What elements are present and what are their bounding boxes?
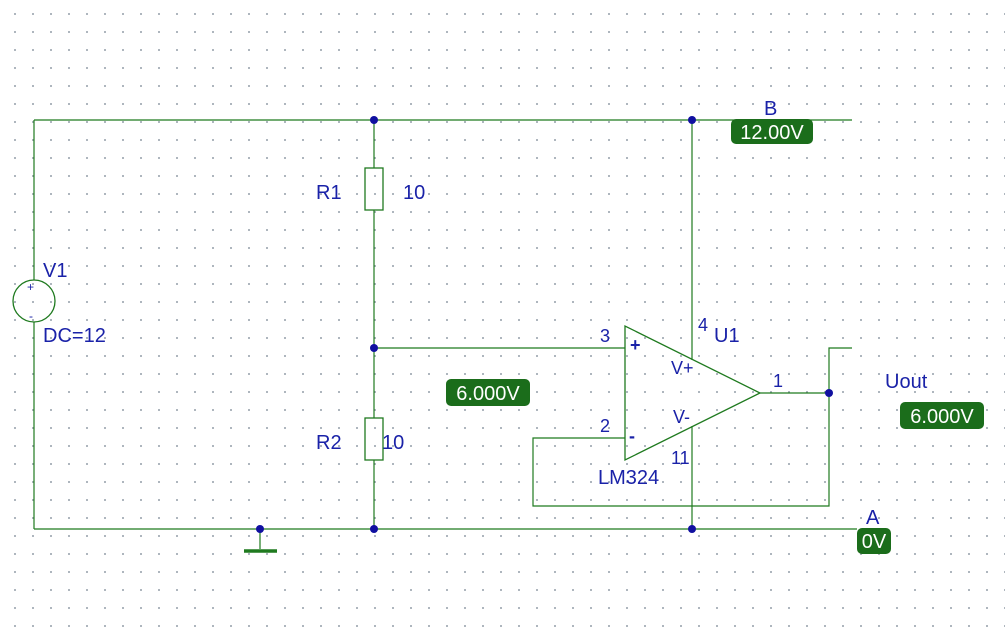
- node-a-label: A: [866, 507, 880, 529]
- voltage-source-icon: [12, 279, 56, 323]
- node-a-voltage-badge: 0V: [857, 528, 891, 554]
- opamp-triangle-icon: [624, 324, 762, 462]
- r1-value-label: 10: [403, 182, 425, 204]
- junction-dot: [688, 116, 696, 124]
- node-b-label: B: [764, 98, 777, 120]
- node-a-voltage: 0V: [862, 531, 887, 553]
- r1-name-label: R1: [316, 182, 342, 204]
- feedback-wire: [532, 393, 830, 507]
- junction-dot: [370, 525, 378, 533]
- junction-dot: [256, 525, 264, 533]
- pin-2-label: 2: [600, 416, 610, 436]
- node-b-voltage-badge: 12.00V: [731, 119, 813, 144]
- uout-voltage-badge: 6.000V: [900, 402, 984, 429]
- junction-dot: [825, 389, 833, 397]
- inv-sign: -: [629, 426, 635, 446]
- junction-nodes: [256, 116, 833, 533]
- opamp-u1[interactable]: [624, 324, 762, 462]
- noninv-sign: +: [630, 335, 641, 355]
- uout-wire: [828, 347, 852, 393]
- source-plus-sign: +: [27, 280, 34, 294]
- pin-4-label: 4: [698, 315, 708, 335]
- source-name-label: V1: [43, 260, 67, 282]
- pin-3-label: 3: [600, 326, 610, 346]
- junction-dot: [370, 116, 378, 124]
- node-b-voltage: 12.00V: [740, 122, 804, 144]
- uout-label: Uout: [885, 371, 928, 393]
- wires: [33, 119, 857, 549]
- uout-voltage: 6.000V: [910, 406, 974, 428]
- divider-voltage: 6.000V: [456, 383, 520, 405]
- vplus-pin-label: V+: [671, 358, 694, 378]
- voltage-source-v1[interactable]: + -: [12, 279, 56, 323]
- opamp-name-label: U1: [714, 325, 740, 347]
- r2-value-label: 10: [382, 432, 404, 454]
- junction-dot: [370, 344, 378, 352]
- pin-11-label: 11: [671, 448, 690, 468]
- pin-1-label: 1: [773, 371, 783, 391]
- source-value-label: DC=12: [43, 325, 106, 347]
- divider-voltage-badge: 6.000V: [446, 379, 530, 406]
- junction-dot: [688, 525, 696, 533]
- r2-name-label: R2: [316, 432, 342, 454]
- source-minus-sign: -: [29, 309, 33, 323]
- vminus-pin-label: V-: [673, 407, 690, 427]
- opamp-model-label: LM324: [598, 467, 659, 489]
- resistor-r1[interactable]: [364, 167, 384, 211]
- resistor-r2[interactable]: [364, 417, 384, 461]
